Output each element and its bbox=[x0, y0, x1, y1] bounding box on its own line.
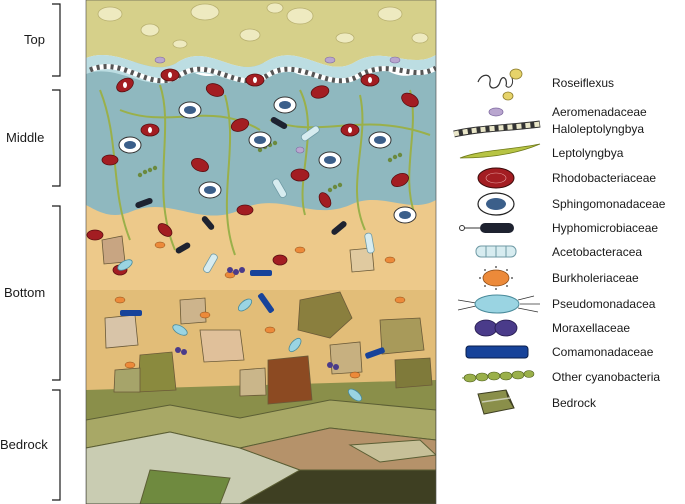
legend-label-aeromonadaceae: Aeromenadaceae bbox=[552, 105, 647, 119]
zone-label-bedrock: Bedrock bbox=[0, 437, 48, 452]
legend-label-pseudomonadacea: Pseudomonadacea bbox=[552, 297, 656, 311]
legend: Roseiflexus Aeromenadaceae Haloleptolyng… bbox=[453, 68, 666, 415]
aeromonadaceae-icon bbox=[488, 107, 504, 117]
other-cyanobacteria-icon bbox=[461, 370, 535, 383]
legend-label-burkholeriaceae: Burkholeriaceae bbox=[552, 271, 639, 285]
leptolyngbya-icon bbox=[459, 143, 541, 159]
zone-brackets bbox=[52, 3, 61, 501]
hyphomicrobiaceae-icon bbox=[459, 223, 514, 233]
legend-label-roseiflexus: Roseiflexus bbox=[552, 76, 614, 90]
sphingomonadaceae-icon bbox=[477, 192, 515, 216]
legend-label-haloleptolyngbya: Haloleptolyngbya bbox=[552, 122, 644, 136]
bedrock-icon bbox=[477, 389, 515, 415]
legend-label-sphingomonadaceae: Sphingomonadaceae bbox=[552, 197, 666, 211]
legend-label-hyphomicrobiaceae: Hyphomicrobiaceae bbox=[552, 221, 658, 235]
legend-label-moraxellaceae: Moraxellaceae bbox=[552, 321, 630, 335]
legend-label-other-cyanobacteria: Other cyanobacteria bbox=[552, 370, 660, 384]
moraxellaceae-icon bbox=[474, 319, 518, 337]
bracket-bedrock bbox=[52, 389, 61, 501]
zone-label-top: Top bbox=[24, 32, 45, 47]
legend-label-acetobacteracea: Acetobacteracea bbox=[552, 245, 642, 259]
burkholeriaceae-icon bbox=[479, 266, 513, 290]
comamonadaceae-icon bbox=[465, 345, 529, 359]
zone-label-middle: Middle bbox=[6, 130, 44, 145]
zone-label-bottom: Bottom bbox=[4, 285, 45, 300]
bracket-bottom bbox=[52, 205, 61, 381]
bracket-top bbox=[52, 3, 61, 77]
haloleptolyngbya-icon bbox=[453, 120, 541, 138]
legend-label-rhodobacteriaceae: Rhodobacteriaceae bbox=[552, 171, 656, 185]
legend-label-comamonadaceae: Comamonadaceae bbox=[552, 345, 654, 359]
mat-cross-section bbox=[86, 0, 436, 504]
legend-label-leptolyngbya: Leptolyngbya bbox=[552, 146, 624, 160]
rhodobacteriaceae-icon bbox=[477, 167, 515, 189]
top-layer bbox=[86, 0, 436, 68]
pseudomonadacea-icon bbox=[457, 294, 540, 314]
bracket-middle bbox=[52, 89, 61, 187]
acetobacteracea-icon bbox=[475, 245, 517, 258]
roseiflexus-icon bbox=[477, 68, 523, 101]
legend-label-bedrock: Bedrock bbox=[552, 396, 597, 410]
